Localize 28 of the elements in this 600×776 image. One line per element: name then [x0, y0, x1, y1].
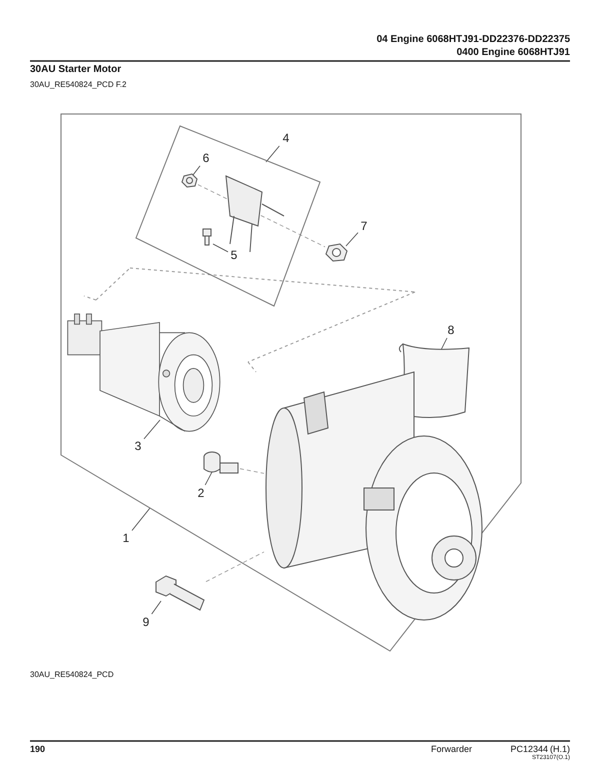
callout-number: 2	[195, 485, 207, 501]
callout-number: 8	[445, 322, 457, 338]
section-title: 30AU Starter Motor	[30, 64, 122, 75]
publication-number: PC12344	[510, 744, 548, 754]
figure-id: 30AU_RE540824_PCD	[30, 670, 114, 679]
alignment-line	[206, 552, 264, 582]
machine-name: Forwarder	[430, 744, 472, 754]
leader-line	[151, 600, 162, 614]
callout-number: 5	[228, 247, 240, 263]
leader-line	[346, 232, 358, 246]
callout-number: 4	[279, 130, 293, 146]
figure-id: 30AU_RE540824_PCD F.2	[30, 80, 127, 89]
header-subtitle: 0400 Engine 6068HTJ91	[456, 47, 570, 58]
alignment-line	[240, 468, 264, 474]
callout-number: 9	[140, 614, 152, 630]
leader-line	[132, 508, 150, 531]
page-number: 190	[30, 744, 46, 754]
callout-number: 6	[200, 150, 212, 166]
header-title: 04 Engine 6068HTJ91-DD22376-DD22375	[376, 34, 570, 45]
leader-line	[204, 472, 212, 486]
callout-number: 7	[358, 218, 370, 234]
leader-line	[192, 165, 200, 176]
callout-number: 3	[132, 438, 144, 454]
leader-line	[144, 420, 160, 440]
leader-line	[266, 146, 280, 162]
leader-line	[212, 244, 228, 252]
revision-code: (H.1)	[550, 744, 570, 754]
callout-number: 1	[120, 530, 132, 546]
